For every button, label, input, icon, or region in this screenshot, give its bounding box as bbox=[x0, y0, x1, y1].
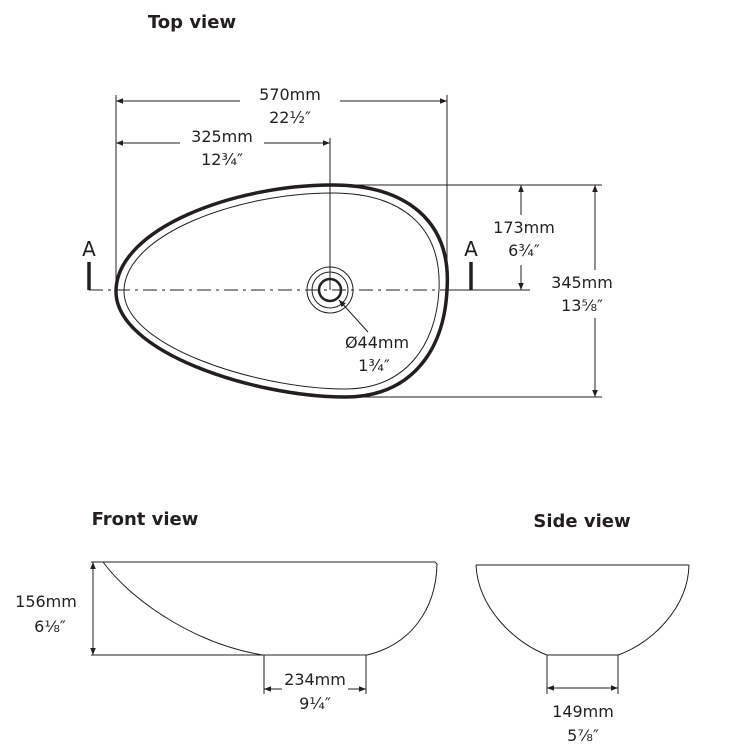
basin-right-profile bbox=[366, 561, 438, 656]
height-mm: 156mm bbox=[15, 592, 77, 611]
length-in: 22½″ bbox=[269, 108, 311, 127]
drain-diameter-mm: Ø44mm bbox=[345, 333, 409, 352]
drain-hole bbox=[317, 277, 343, 303]
basin-outer-rim bbox=[114, 183, 450, 399]
section-marker-left: A bbox=[82, 237, 96, 261]
side-base-in: 5⅞″ bbox=[567, 726, 599, 745]
width-in: 13⅝″ bbox=[561, 296, 603, 315]
base-length-mm: 234mm bbox=[284, 670, 346, 689]
side-view: Side view 149mm 5⅞″ bbox=[475, 511, 690, 745]
drain-diameter-in: 1¾″ bbox=[358, 356, 390, 375]
base-length-in: 9¼″ bbox=[299, 694, 331, 713]
top-view: Top view 570mm 22½″ 325mm 12¾″ 173mm 6¾″… bbox=[82, 12, 613, 399]
top-view-title: Top view bbox=[148, 12, 236, 33]
section-marker-right: A bbox=[464, 237, 478, 261]
basin-inner-rim bbox=[123, 192, 440, 390]
drain-offset-in: 12¾″ bbox=[201, 150, 243, 169]
drain-outer-ring bbox=[306, 266, 354, 314]
side-base-mm: 149mm bbox=[552, 702, 614, 721]
drain-offset-mm: 325mm bbox=[191, 127, 253, 146]
height-in: 6⅛″ bbox=[34, 617, 66, 636]
front-view-title: Front view bbox=[92, 509, 199, 530]
half-width-mm: 173mm bbox=[493, 218, 555, 237]
side-view-title: Side view bbox=[533, 511, 630, 532]
length-mm: 570mm bbox=[259, 85, 321, 104]
basin-side-profile bbox=[475, 564, 690, 656]
half-width-in: 6¾″ bbox=[508, 241, 540, 260]
front-view: Front view 156mm 6⅛″ 234mm 9¼″ bbox=[15, 509, 438, 713]
drain-middle-ring bbox=[311, 271, 349, 309]
basin-left-profile bbox=[102, 561, 264, 656]
drain-leader-line bbox=[338, 299, 369, 333]
width-mm: 345mm bbox=[551, 273, 613, 292]
